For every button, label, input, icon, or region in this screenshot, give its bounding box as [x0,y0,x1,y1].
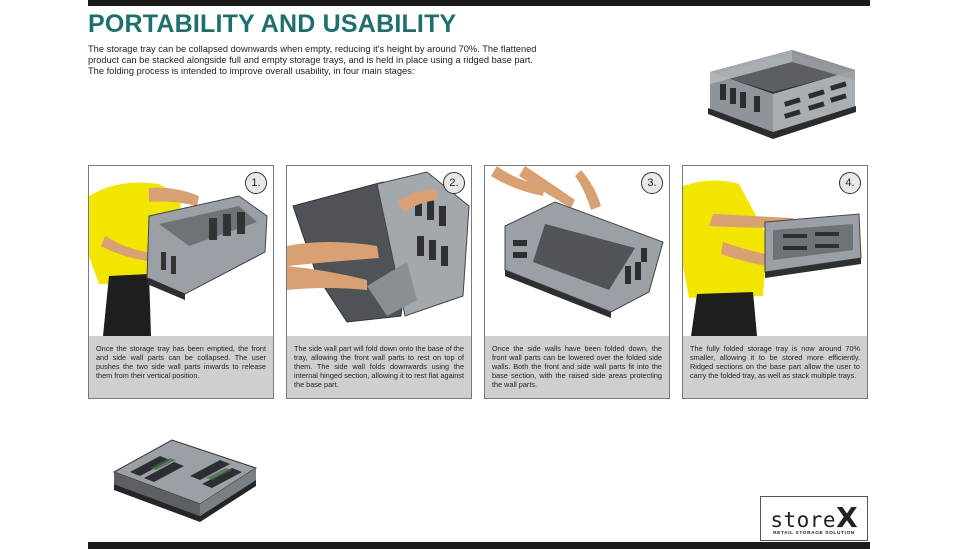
bottom-rule [88,542,870,549]
stage-caption: The fully folded storage tray is now aro… [683,336,867,398]
stage-number-badge: 1. [245,172,267,194]
stage-number-badge: 2. [443,172,465,194]
stage-2-image [287,171,470,323]
stage-panel-4: 4. The fully folded storage tray is now … [682,165,868,399]
stage-1-image [89,182,268,336]
stage-panel-2: 2. The side wall part will fold down ont… [286,165,472,399]
stage-3-image [491,166,664,318]
stage-number-badge: 3. [641,172,663,194]
logo-tagline: RETAIL STORAGE SOLUTION [773,531,855,536]
top-rule [88,0,870,6]
folded-tray-image [112,439,258,522]
stage-panel-3: 3. Once the side walls have been folded … [484,165,670,399]
stage-panel-1: 1. Once the storage tray has been emptie… [88,165,274,399]
intro-text: The storage tray can be collapsed downwa… [88,44,558,77]
logo-x-mark: X [836,501,858,534]
page-title: PORTABILITY AND USABILITY [88,10,457,38]
stage-caption: Once the storage tray has been emptied, … [89,336,273,398]
stage-4-image [683,180,862,336]
stage-number-badge: 4. [839,172,861,194]
open-tray-image [708,50,856,139]
logo-wordmark: storeX [761,501,867,534]
storex-logo: storeX RETAIL STORAGE SOLUTION [760,496,868,541]
stage-caption: The side wall part will fold down onto t… [287,336,471,398]
intro-line: product can be stacked alongside full an… [88,55,533,65]
intro-line: The folding process is intended to impro… [88,66,415,76]
intro-line: The storage tray can be collapsed downwa… [88,44,537,54]
stage-caption: Once the side walls have been folded dow… [485,336,669,398]
logo-word: store [770,508,837,532]
